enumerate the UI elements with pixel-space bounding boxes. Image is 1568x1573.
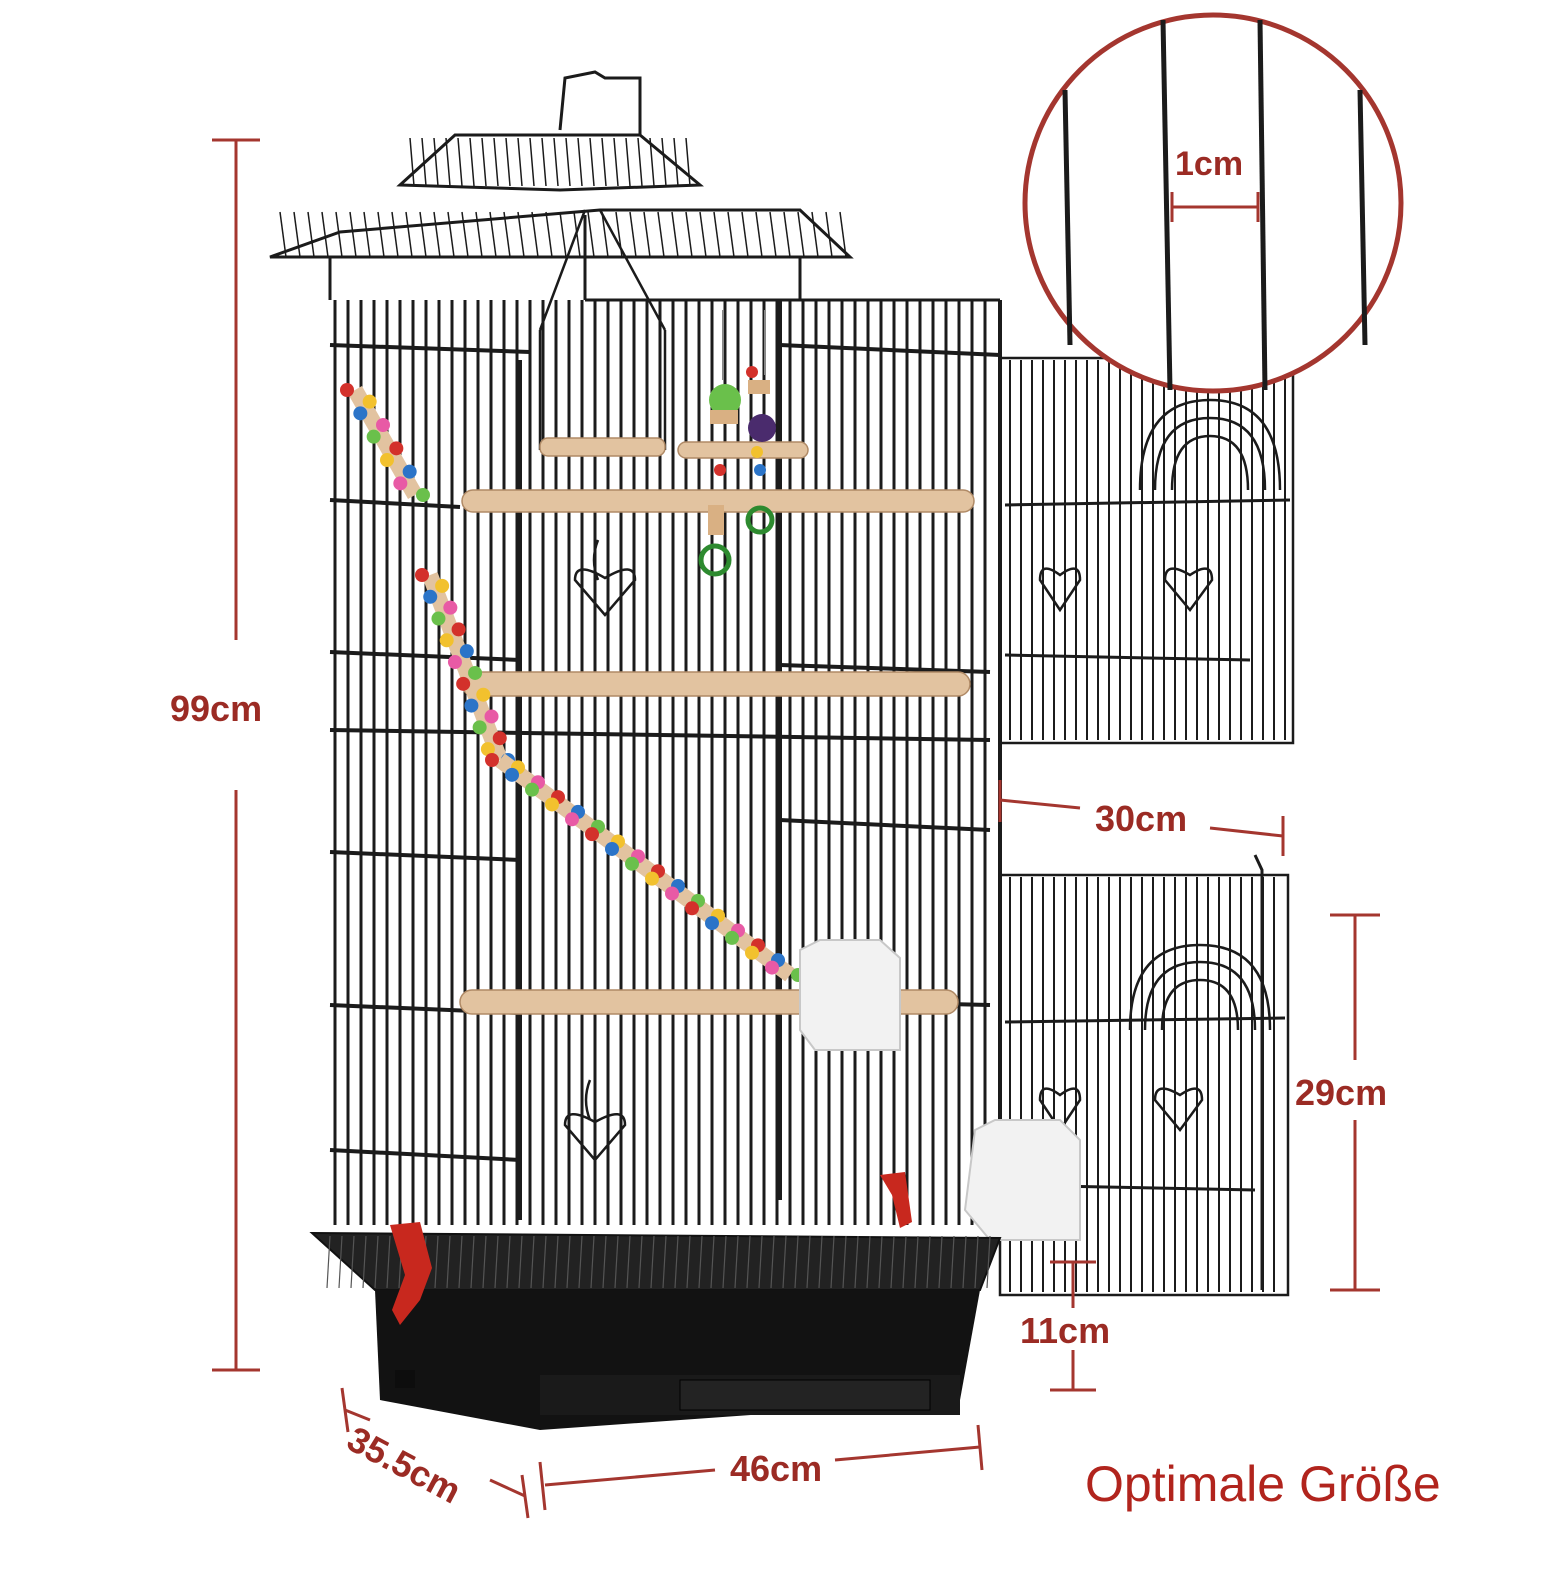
- feeder-cups: [799, 939, 1081, 1241]
- bar-spacing-label: 1cm: [1175, 145, 1244, 183]
- base-height-label: 11cm: [1020, 1310, 1111, 1351]
- decorative-hearts: [563, 539, 637, 1162]
- door-height-label: 29cm: [1295, 1072, 1388, 1113]
- height-label: 99cm: [170, 688, 263, 729]
- hanging-toys: [698, 310, 776, 577]
- width-label: 46cm: [730, 1448, 823, 1489]
- base-tray: [309, 1231, 1002, 1430]
- door-width-label: 30cm: [1095, 798, 1188, 839]
- bar-spacing-inset: [1022, 12, 1404, 394]
- bead-ladders: [340, 383, 805, 982]
- cage-roof: [269, 70, 1000, 302]
- dimension-lines: [212, 138, 1380, 1519]
- tray-clips: [390, 1172, 912, 1325]
- bird-swing: [538, 209, 667, 450]
- door-lower: [998, 854, 1290, 1297]
- door-upper: [998, 356, 1295, 745]
- headline: Optimale Größe: [1085, 1456, 1441, 1512]
